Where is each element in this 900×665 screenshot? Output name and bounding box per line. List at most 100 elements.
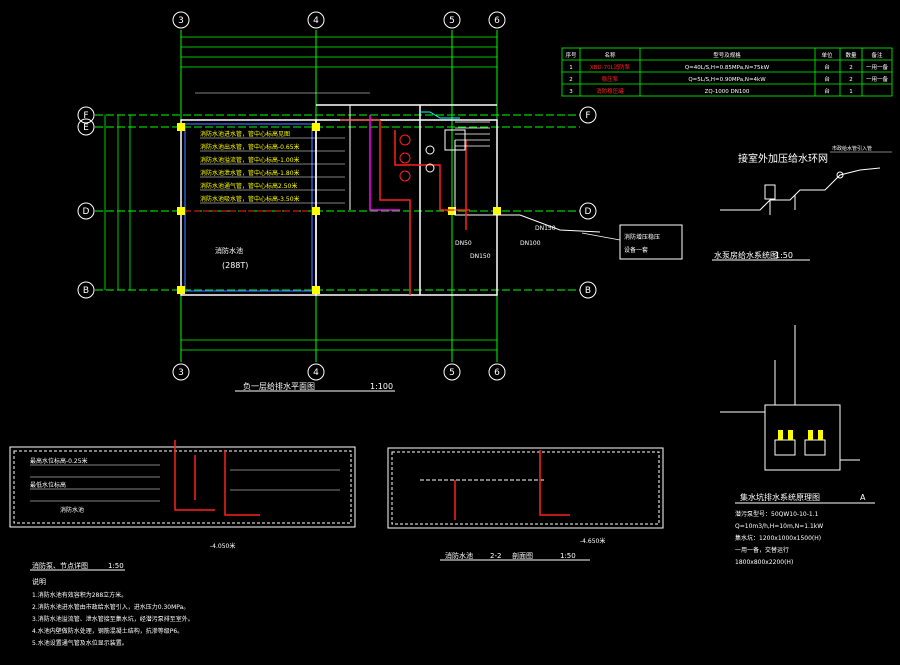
axis-left-B: B xyxy=(83,286,89,296)
plan-title: 负一层给排水平面图 xyxy=(243,381,315,391)
section-title: 消防水池 xyxy=(445,551,473,560)
note-5: 消防水池通气管，管中心标高2.50米 xyxy=(200,182,297,190)
section-scale: 1:50 xyxy=(560,552,576,560)
axis-bubbles-top xyxy=(77,11,597,381)
equipment-box xyxy=(619,224,683,260)
pump-pit-system: 集水坑排水系统原理图 A 潜污泵型号：50QW10-10-1.1 Q=10m3/… xyxy=(720,325,875,566)
pump-spec-4: 一用一备，交替运行 xyxy=(735,546,789,554)
detail-label-2: 最低水位标高 xyxy=(30,481,66,489)
axis-bottom-6: 6 xyxy=(494,368,500,378)
pool-section-2-2: -4.650米 消防水池 2-2 剖面图 1:50 xyxy=(387,447,664,561)
equipment-table: 序号 名称 型号及规格 单位 数量 备注 1 XBD-70L消防泵 Q=40L/… xyxy=(561,47,893,97)
td-r3-unit: 台 xyxy=(824,87,830,95)
note-2: 消防水池出水管，管中心标高-0.65米 xyxy=(200,143,300,151)
top-dimensions xyxy=(104,36,497,351)
network-caption: 水泵房给水系统图 xyxy=(714,250,778,260)
axis-bottom-4: 4 xyxy=(313,368,319,378)
axis-left-E: E xyxy=(83,123,89,133)
equipment-box-line-2: 设备一套 xyxy=(624,246,648,254)
axis-top-3: 3 xyxy=(178,16,184,26)
td-r1-no: 1 xyxy=(569,65,573,71)
pipe-label-4: DN150 xyxy=(470,253,491,260)
th-no: 序号 xyxy=(565,51,577,59)
th-remark: 备注 xyxy=(871,51,883,59)
axis-right-B: B xyxy=(585,286,591,296)
note-leaders xyxy=(195,92,370,204)
td-r2-qty: 2 xyxy=(849,77,853,83)
td-r2-remark: 一用一备 xyxy=(866,75,889,83)
th-unit: 单位 xyxy=(821,51,833,59)
th-qty: 数量 xyxy=(845,51,857,59)
note-item-5: 5.水池设置通气管及水位显示装置。 xyxy=(32,639,128,647)
section-subtitle: 剖面图 xyxy=(512,551,533,560)
pump-system-suffix: A xyxy=(860,493,866,502)
note-6: 消防水池吸水管，管中心标高-3.50米 xyxy=(200,195,300,203)
th-spec: 型号及规格 xyxy=(713,51,741,59)
pool-volume: (288T) xyxy=(222,261,248,270)
note-3: 消防水池溢流管，管中心标高-1.00米 xyxy=(200,156,300,164)
td-r1-spec: Q=40L/S,H=0.85MPa,N=75kW xyxy=(685,65,770,71)
pipe-label-1: DN150 xyxy=(535,225,556,232)
network-callout: 市政给水管引入管 xyxy=(832,145,872,152)
pipe-label-3: DN50 xyxy=(455,240,472,247)
plan-pipes xyxy=(185,111,601,295)
stairs xyxy=(455,121,490,147)
axis-bottom-5: 5 xyxy=(449,368,455,378)
section-name: 2-2 xyxy=(490,552,501,560)
pump-spec-1: 潜污泵型号：50QW10-10-1.1 xyxy=(735,510,819,518)
td-r2-name: 稳压泵 xyxy=(602,75,619,83)
td-r3-no: 3 xyxy=(569,89,573,95)
axis-top-6: 6 xyxy=(494,16,500,26)
td-r1-name: XBD-70L消防泵 xyxy=(590,63,631,71)
td-r2-no: 2 xyxy=(569,77,573,83)
detail-label-4: -4.050米 xyxy=(210,542,235,550)
detail-title: 消防泵、节点详图 xyxy=(32,561,88,570)
axis-right-F: F xyxy=(585,111,590,121)
network-heading: 接室外加压给水环网 xyxy=(738,152,828,165)
note-item-4: 4.水池内壁做防水处理，钢筋混凝土结构，抗渗等级P6。 xyxy=(32,627,183,635)
td-r2-unit: 台 xyxy=(824,75,830,83)
axis-left-F: F xyxy=(83,111,88,121)
general-notes: 说明 1.消防水池有效容积为288立方米。 2.消防水池进水管由市政给水管引入，… xyxy=(32,577,194,647)
pump-spec-3: 集水坑：1200x1000x1500(H) xyxy=(735,534,821,542)
plan-notes: 消防水池进水管，管中心标高见图 消防水池出水管，管中心标高-0.65米 消防水池… xyxy=(200,130,300,203)
pump-system-title: 集水坑排水系统原理图 xyxy=(740,492,820,502)
td-r3-qty: 1 xyxy=(849,89,853,95)
axis-right-D: D xyxy=(585,207,592,217)
td-r3-name: 消防稳压罐 xyxy=(596,87,624,95)
td-r1-unit: 台 xyxy=(824,63,830,71)
pump-detail-section: 最高水位标高-0.25米 最低水位标高 消防水池 -4.050米 消防泵、节点详… xyxy=(9,440,356,571)
td-r1-remark: 一用一备 xyxy=(866,63,889,71)
network-system-diagram: 接室外加压给水环网 市政给水管引入管 水泵房给水系统图 1:50 xyxy=(712,145,892,261)
pipe-label-2: DN100 xyxy=(520,240,541,247)
columns xyxy=(177,123,501,294)
detail-label-1: 最高水位标高-0.25米 xyxy=(30,457,88,465)
network-scale: 1:50 xyxy=(775,251,793,260)
td-r2-spec: Q=5L/S,H=0.90MPa,N=4kW xyxy=(688,77,766,83)
pump-spec-2: Q=10m3/h,H=10m,N=1.1kW xyxy=(735,523,823,530)
detail-scale: 1:50 xyxy=(108,562,124,570)
td-r3-spec: ZQ-1000 DN100 xyxy=(705,89,750,95)
note-4: 消防水池泄水管，管中心标高-1.80米 xyxy=(200,169,300,177)
main-floor-plan: 3 4 5 6 3 4 5 6 F E D B F D B xyxy=(77,11,683,392)
equipment-box-line-1: 消防增压稳压 xyxy=(624,233,660,241)
detail-label-3: 消防水池 xyxy=(60,506,84,514)
axis-top-4: 4 xyxy=(313,16,319,26)
grid-lines xyxy=(95,30,580,362)
pool-label: 消防水池 xyxy=(215,246,243,255)
note-item-2: 2.消防水池进水管由市政给水管引入，进水压力0.30MPa。 xyxy=(32,603,189,611)
notes-heading: 说明 xyxy=(32,577,46,586)
pump-spec-5: 1800x800x2200(H) xyxy=(735,559,793,566)
note-1: 消防水池进水管，管中心标高见图 xyxy=(200,130,290,138)
axis-bottom-3: 3 xyxy=(178,368,184,378)
axis-labels: 3 4 5 6 3 4 5 6 F E D B F D B xyxy=(83,16,592,378)
th-name: 名称 xyxy=(604,51,616,59)
section-level: -4.650米 xyxy=(580,537,605,545)
axis-left-D: D xyxy=(83,207,90,217)
axis-top-5: 5 xyxy=(449,16,455,26)
note-item-3: 3.消防水池溢流管、泄水管接至集水坑，经潜污泵排至室外。 xyxy=(32,615,194,623)
td-r1-qty: 2 xyxy=(849,65,853,71)
note-item-1: 1.消防水池有效容积为288立方米。 xyxy=(32,591,127,599)
pipe-size-labels: DN150 DN100 DN50 DN150 xyxy=(455,225,556,260)
